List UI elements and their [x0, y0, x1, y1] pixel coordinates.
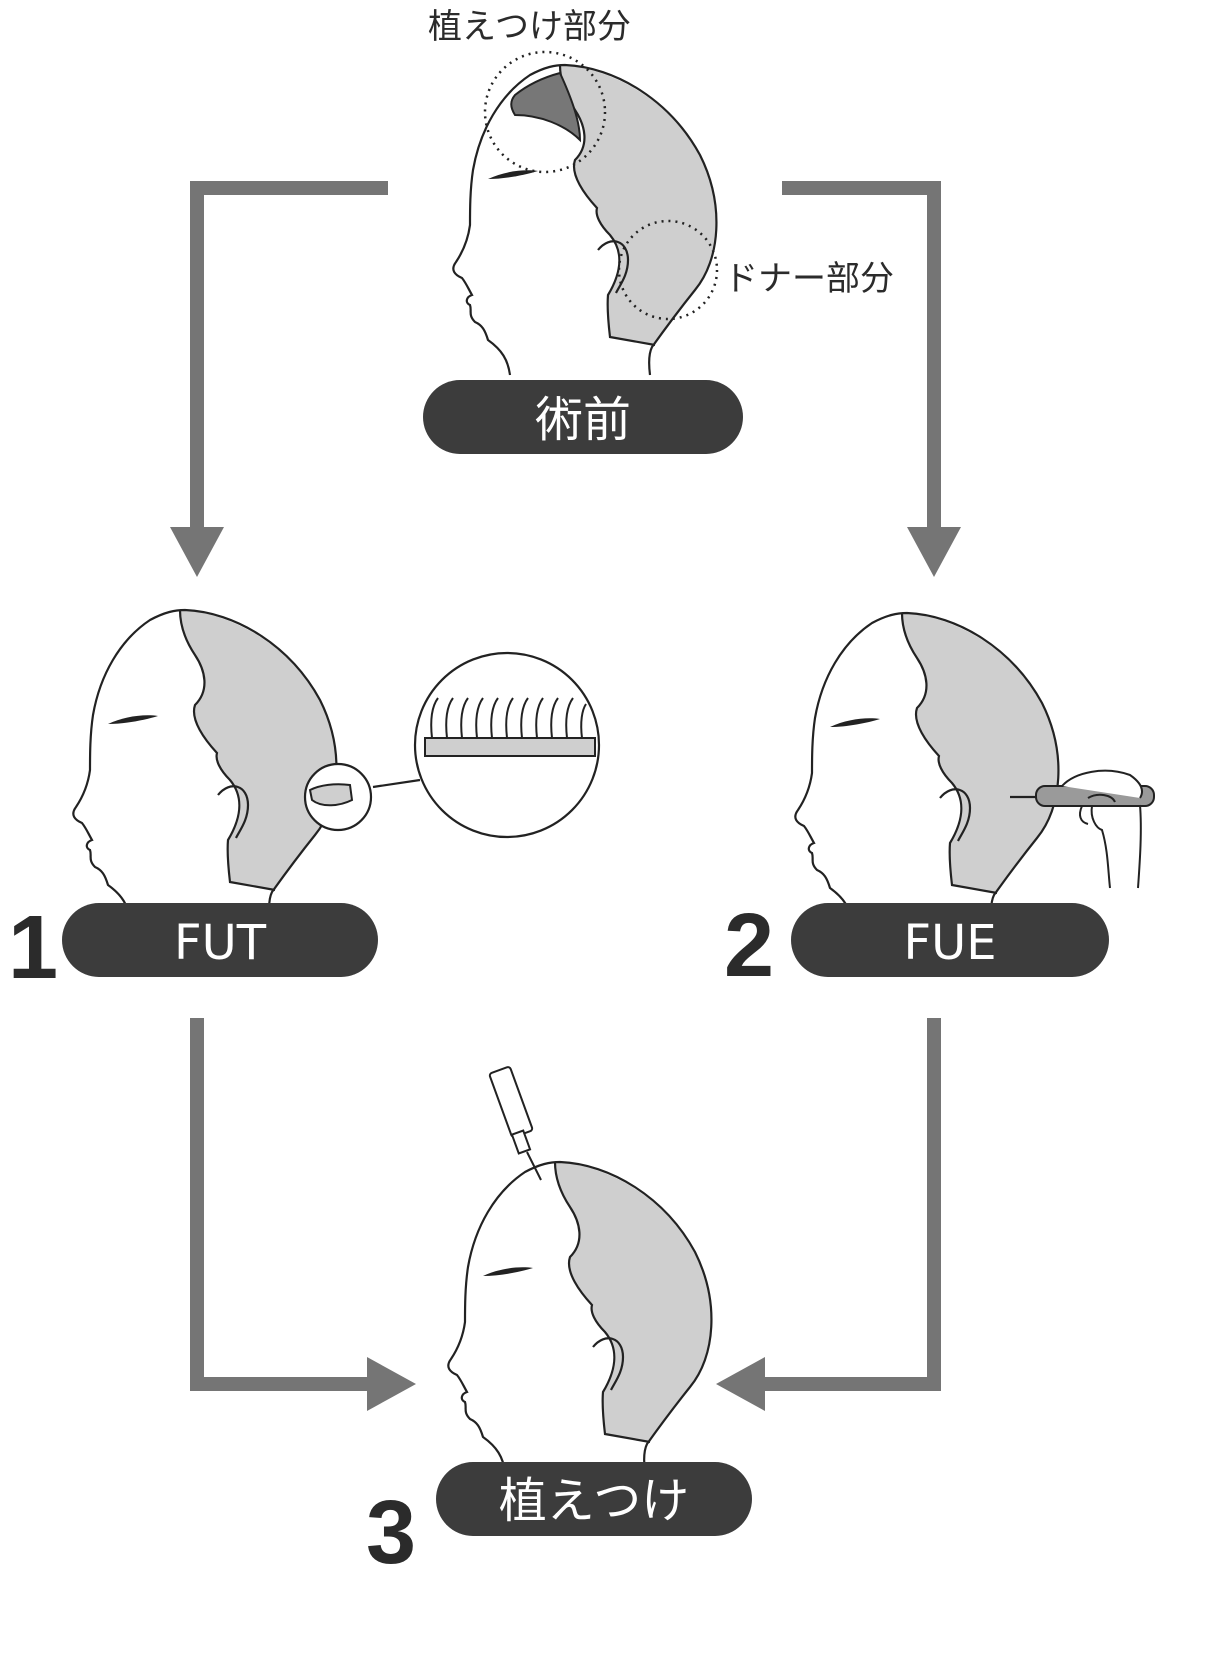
arrow-fut-to-implant [190, 1018, 370, 1391]
fue-step-number: 2 [724, 896, 774, 996]
implanter-tool [488, 1066, 542, 1181]
implant-label: 植えつけ [499, 1473, 690, 1529]
punch-tool-and-hand [1010, 769, 1155, 889]
flow-arrows [170, 181, 961, 1411]
fue-badge: FUE [791, 903, 1109, 977]
arrow-head-implant-left [367, 1357, 416, 1411]
arrow-head-fut [170, 527, 224, 577]
arrow-fue-to-implant [762, 1018, 941, 1391]
implant-area-circle [483, 50, 607, 174]
strip-magnifier-large [413, 651, 601, 839]
fue-head-illustration [794, 611, 1060, 925]
implant-step-number: 3 [366, 1483, 416, 1583]
arrow-preop-to-fue [782, 181, 941, 530]
preop-head-illustration [452, 63, 718, 377]
fut-head-illustration [72, 608, 338, 922]
preop-label: 術前 [535, 392, 631, 448]
preop-badge: 術前 [423, 380, 743, 454]
fut-step-number: 1 [8, 898, 58, 998]
arrow-head-fue [907, 527, 961, 577]
magnifier-pointer [372, 778, 421, 789]
fut-badge: FUT [62, 903, 378, 977]
fut-label: FUT [174, 915, 267, 971]
implant-head-illustration [447, 1160, 713, 1474]
donor-area-circle [617, 219, 719, 321]
implant-area-label: 植えつけ部分 [428, 7, 631, 47]
arrow-preop-to-fut [190, 181, 388, 530]
fue-label: FUE [903, 915, 996, 971]
strip-magnifier-small [303, 762, 373, 832]
donor-area-label: ドナー部分 [724, 259, 894, 299]
arrow-head-implant-right [716, 1357, 765, 1411]
implant-badge: 植えつけ [436, 1462, 752, 1536]
